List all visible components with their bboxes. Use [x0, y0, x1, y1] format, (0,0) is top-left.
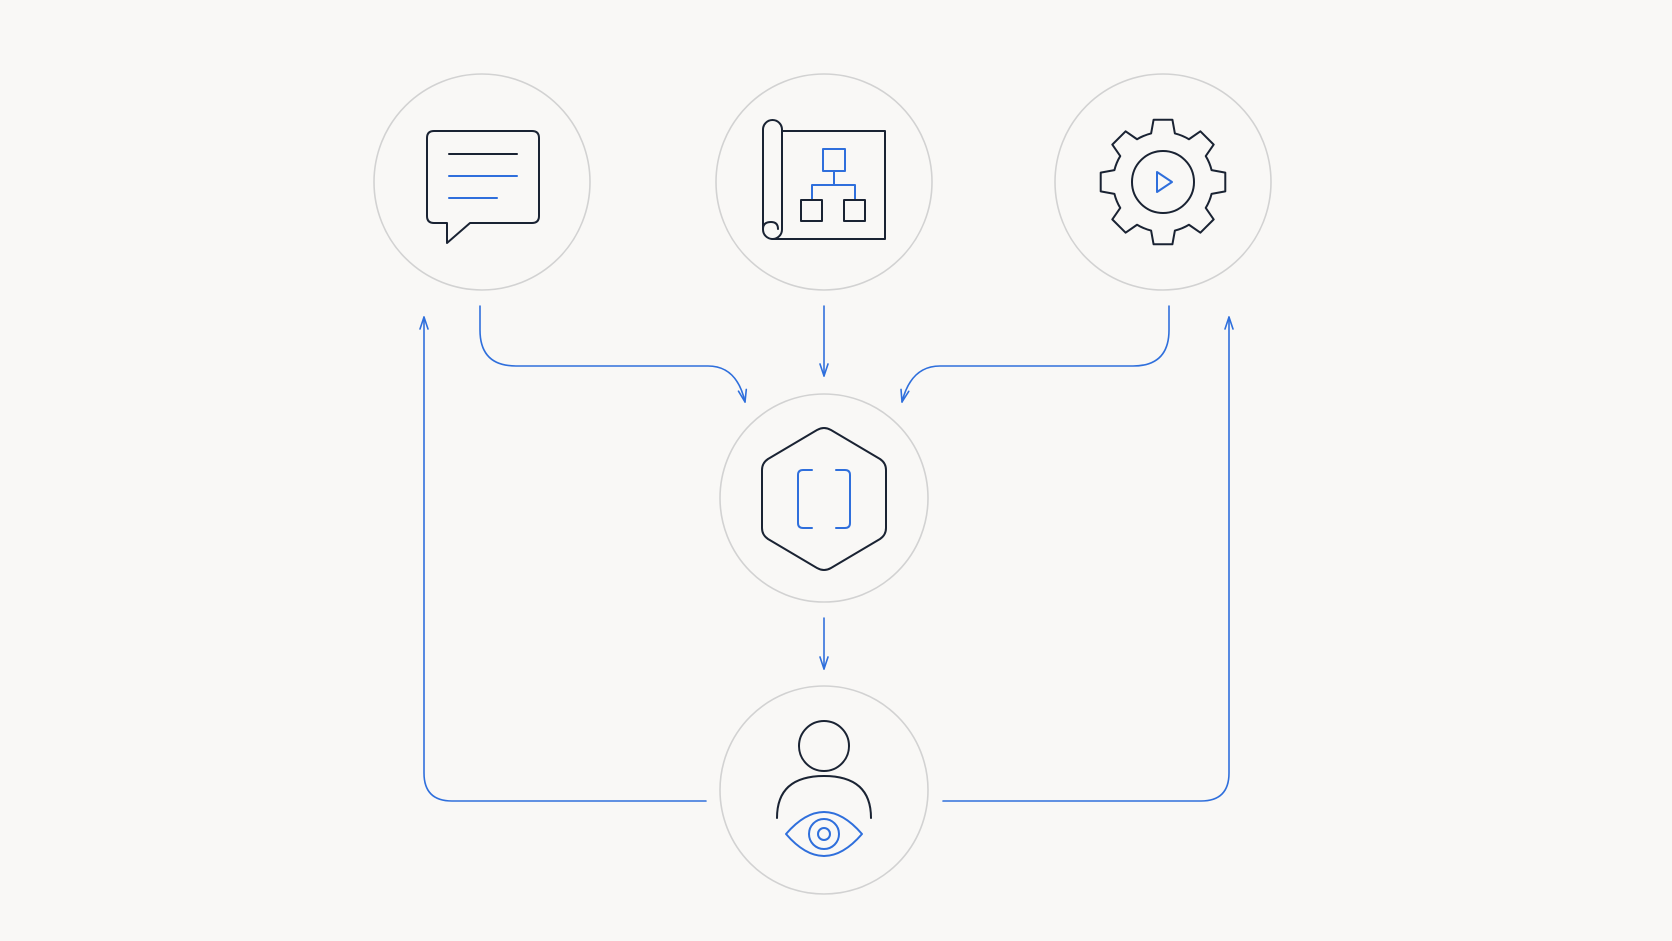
- edge-reviewer-to-chat: [419, 316, 707, 802]
- node-ring: [719, 685, 929, 895]
- chat-bubble-icon: [426, 130, 540, 244]
- node-ring: [1054, 73, 1272, 291]
- connectors: [419, 305, 1234, 802]
- gear-play-icon: [1099, 118, 1227, 246]
- edge-chat-to-core: [479, 305, 748, 403]
- gear-outline: [1099, 118, 1227, 246]
- node-core: [719, 393, 929, 603]
- hexagon-brackets-icon: [761, 427, 887, 571]
- blueprint-hierarchy-icon: [762, 119, 886, 240]
- node-ring: [373, 73, 591, 291]
- node-blueprint: [715, 73, 933, 291]
- node-reviewer: [719, 685, 929, 895]
- edge-process-to-core: [900, 305, 1170, 403]
- edge-reviewer-to-process: [942, 316, 1234, 802]
- node-process: [1054, 73, 1272, 291]
- person-eye-icon: [776, 720, 872, 857]
- node-ring: [715, 73, 933, 291]
- node-chat: [373, 73, 591, 291]
- node-ring: [719, 393, 929, 603]
